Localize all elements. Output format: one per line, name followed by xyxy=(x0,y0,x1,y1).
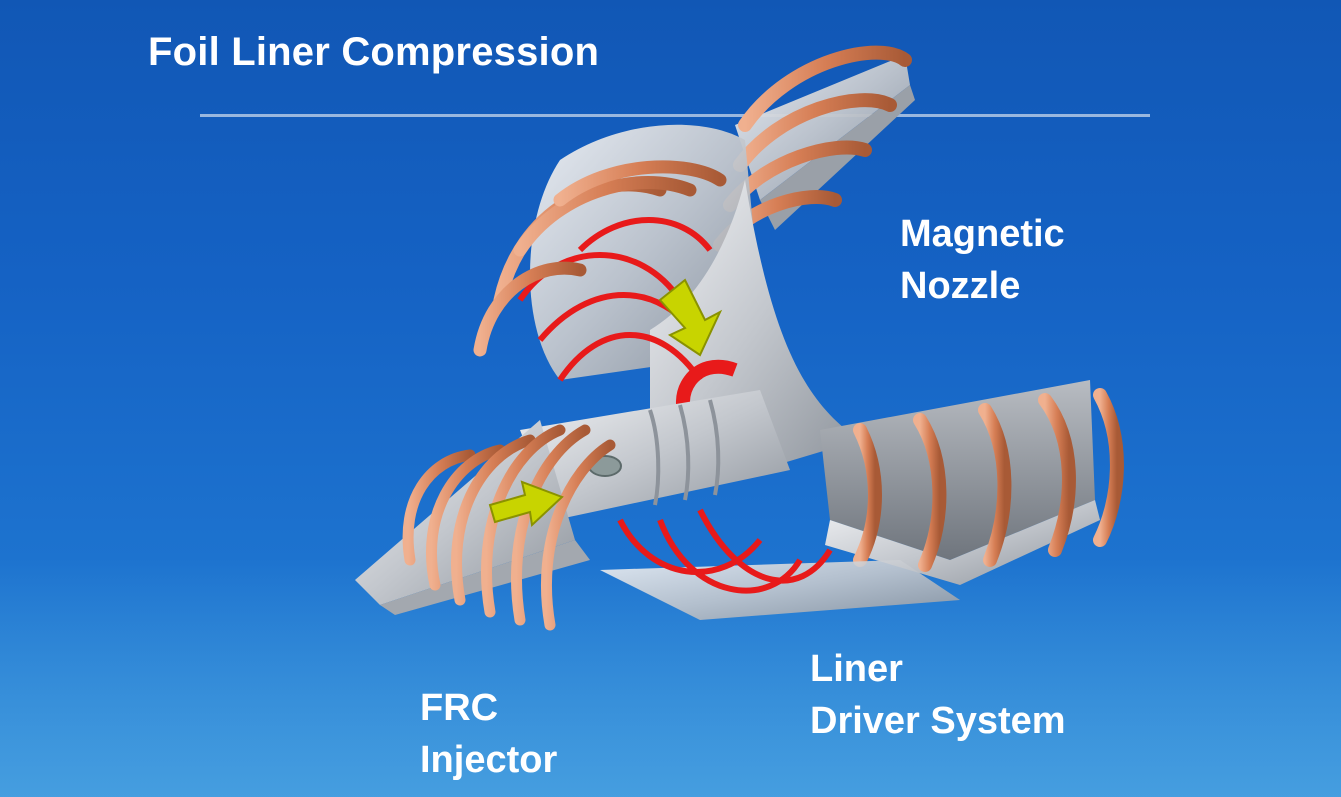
label-liner-driver-line1: Liner xyxy=(810,648,903,690)
lower-rails xyxy=(600,560,960,620)
nozzle-bell xyxy=(650,180,860,470)
arrow-right-icon xyxy=(488,480,564,528)
magnetic-field-lines xyxy=(517,217,833,594)
upper-coils xyxy=(473,160,727,357)
label-frc-injector-line2: Injector xyxy=(420,739,558,781)
label-magnetic-nozzle-line2: Nozzle xyxy=(900,265,1021,307)
upper-nozzle-arm xyxy=(713,45,915,252)
label-magnetic-nozzle-line1: Magnetic xyxy=(900,213,1065,255)
slide-title: Foil Liner Compression xyxy=(148,30,600,74)
liner-driver-arm xyxy=(820,380,1124,585)
label-magnetic-nozzle: Magnetic Nozzle xyxy=(900,208,1065,312)
compression-arrows xyxy=(488,278,723,528)
label-frc-injector: FRC Injector xyxy=(420,682,557,786)
title-divider xyxy=(200,114,1150,117)
label-frc-injector-line1: FRC xyxy=(420,687,499,729)
arrow-down-icon xyxy=(658,278,723,357)
label-liner-driver-system: Liner Driver System xyxy=(810,643,1066,747)
label-liner-driver-line2: Driver System xyxy=(810,700,1066,742)
